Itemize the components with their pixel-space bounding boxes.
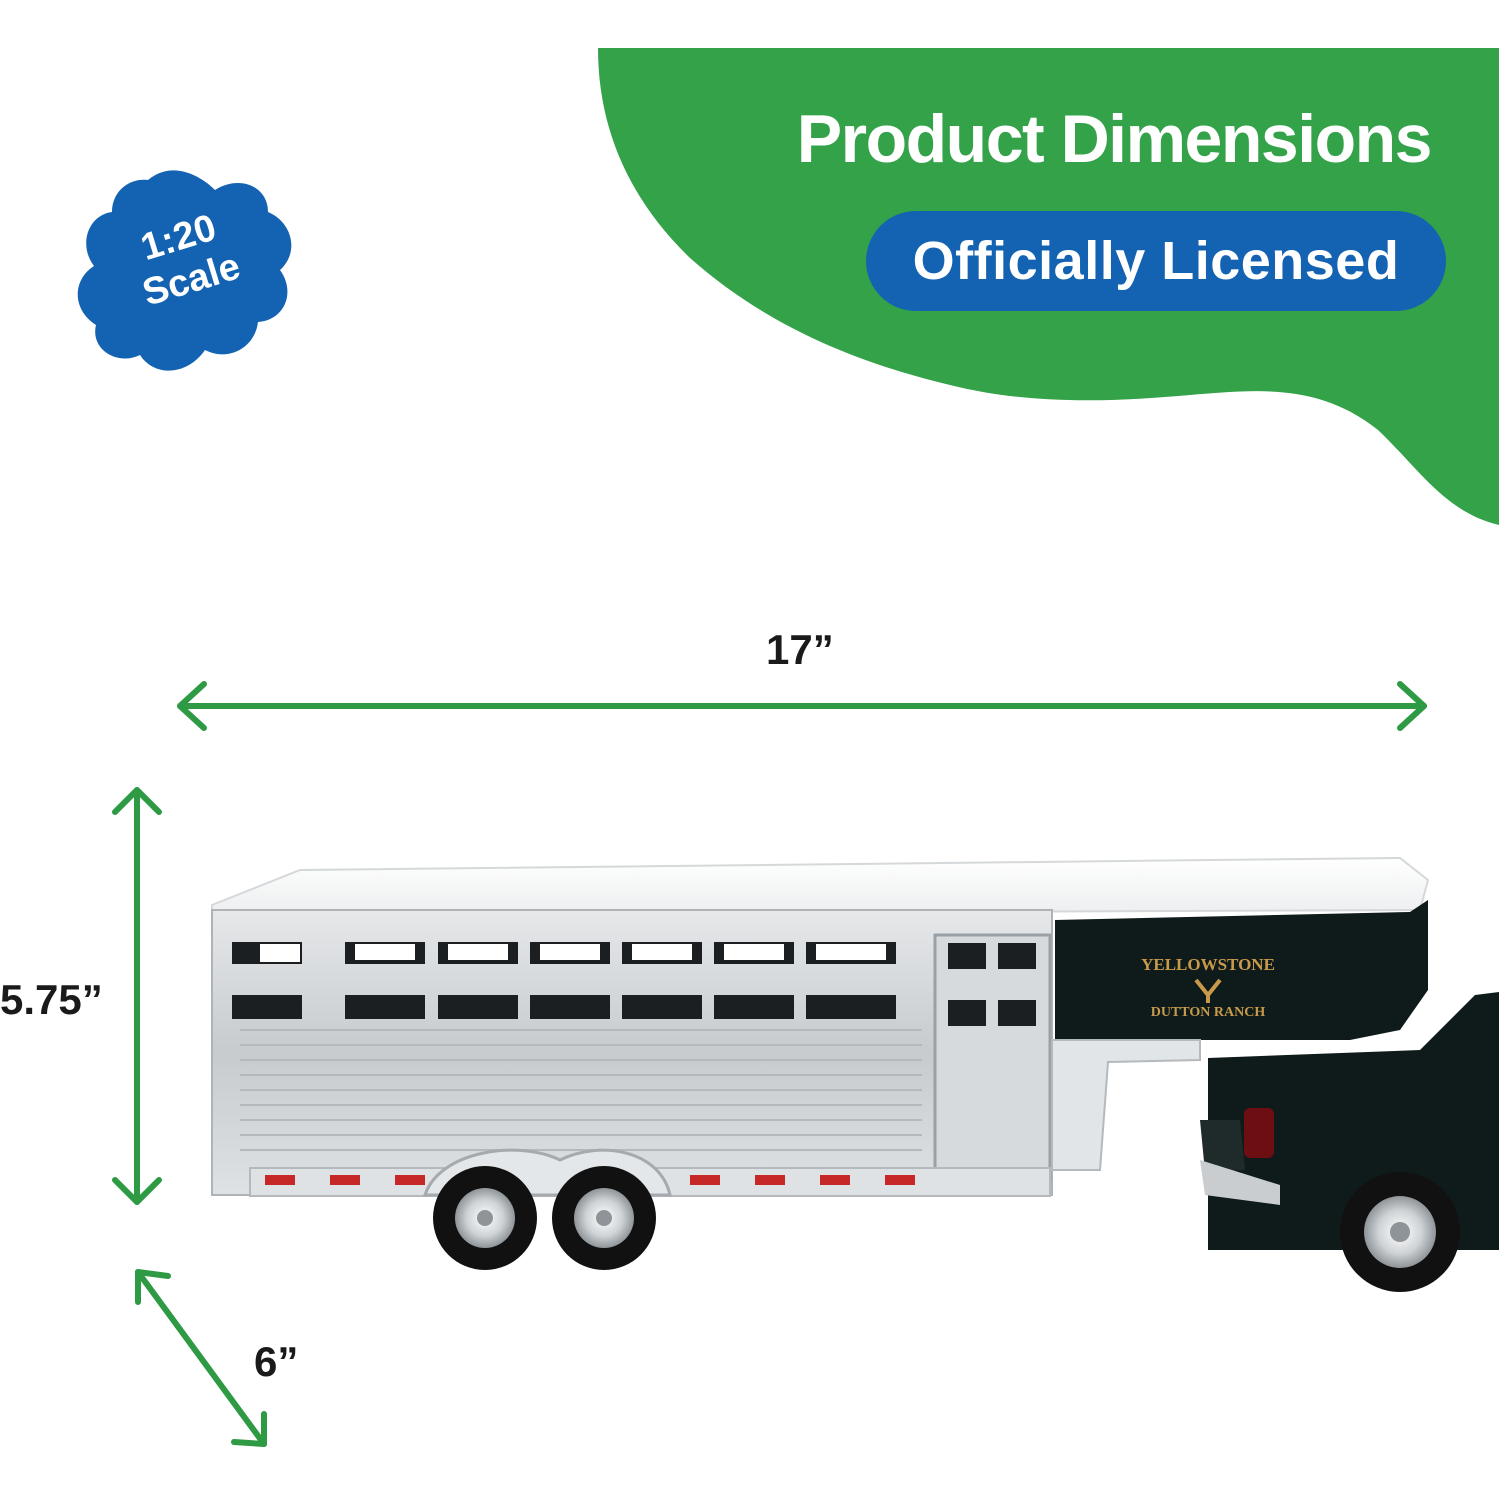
trailer-wheel-rear [552,1166,656,1270]
trailer-wheel-front [433,1166,537,1270]
dutton-ranch-logo: DUTTON RANCH [1151,1005,1266,1020]
yellowstone-logo-top: YELLOWSTONE [1141,955,1275,974]
height-label: 5.75” [0,976,103,1023]
page-title: Product Dimensions [796,101,1433,177]
length-label: 17” [766,626,834,673]
yellowstone-y-logo [1194,978,1222,1003]
depth-label: 6” [254,1338,299,1385]
height-arrow [112,787,162,1205]
licensed-label: Officially Licensed [912,231,1400,291]
pickup-truck [1200,992,1499,1292]
depth-arrow [135,1269,267,1447]
length-arrow [177,681,1427,731]
licensed-badge: Officially Licensed [866,211,1446,311]
